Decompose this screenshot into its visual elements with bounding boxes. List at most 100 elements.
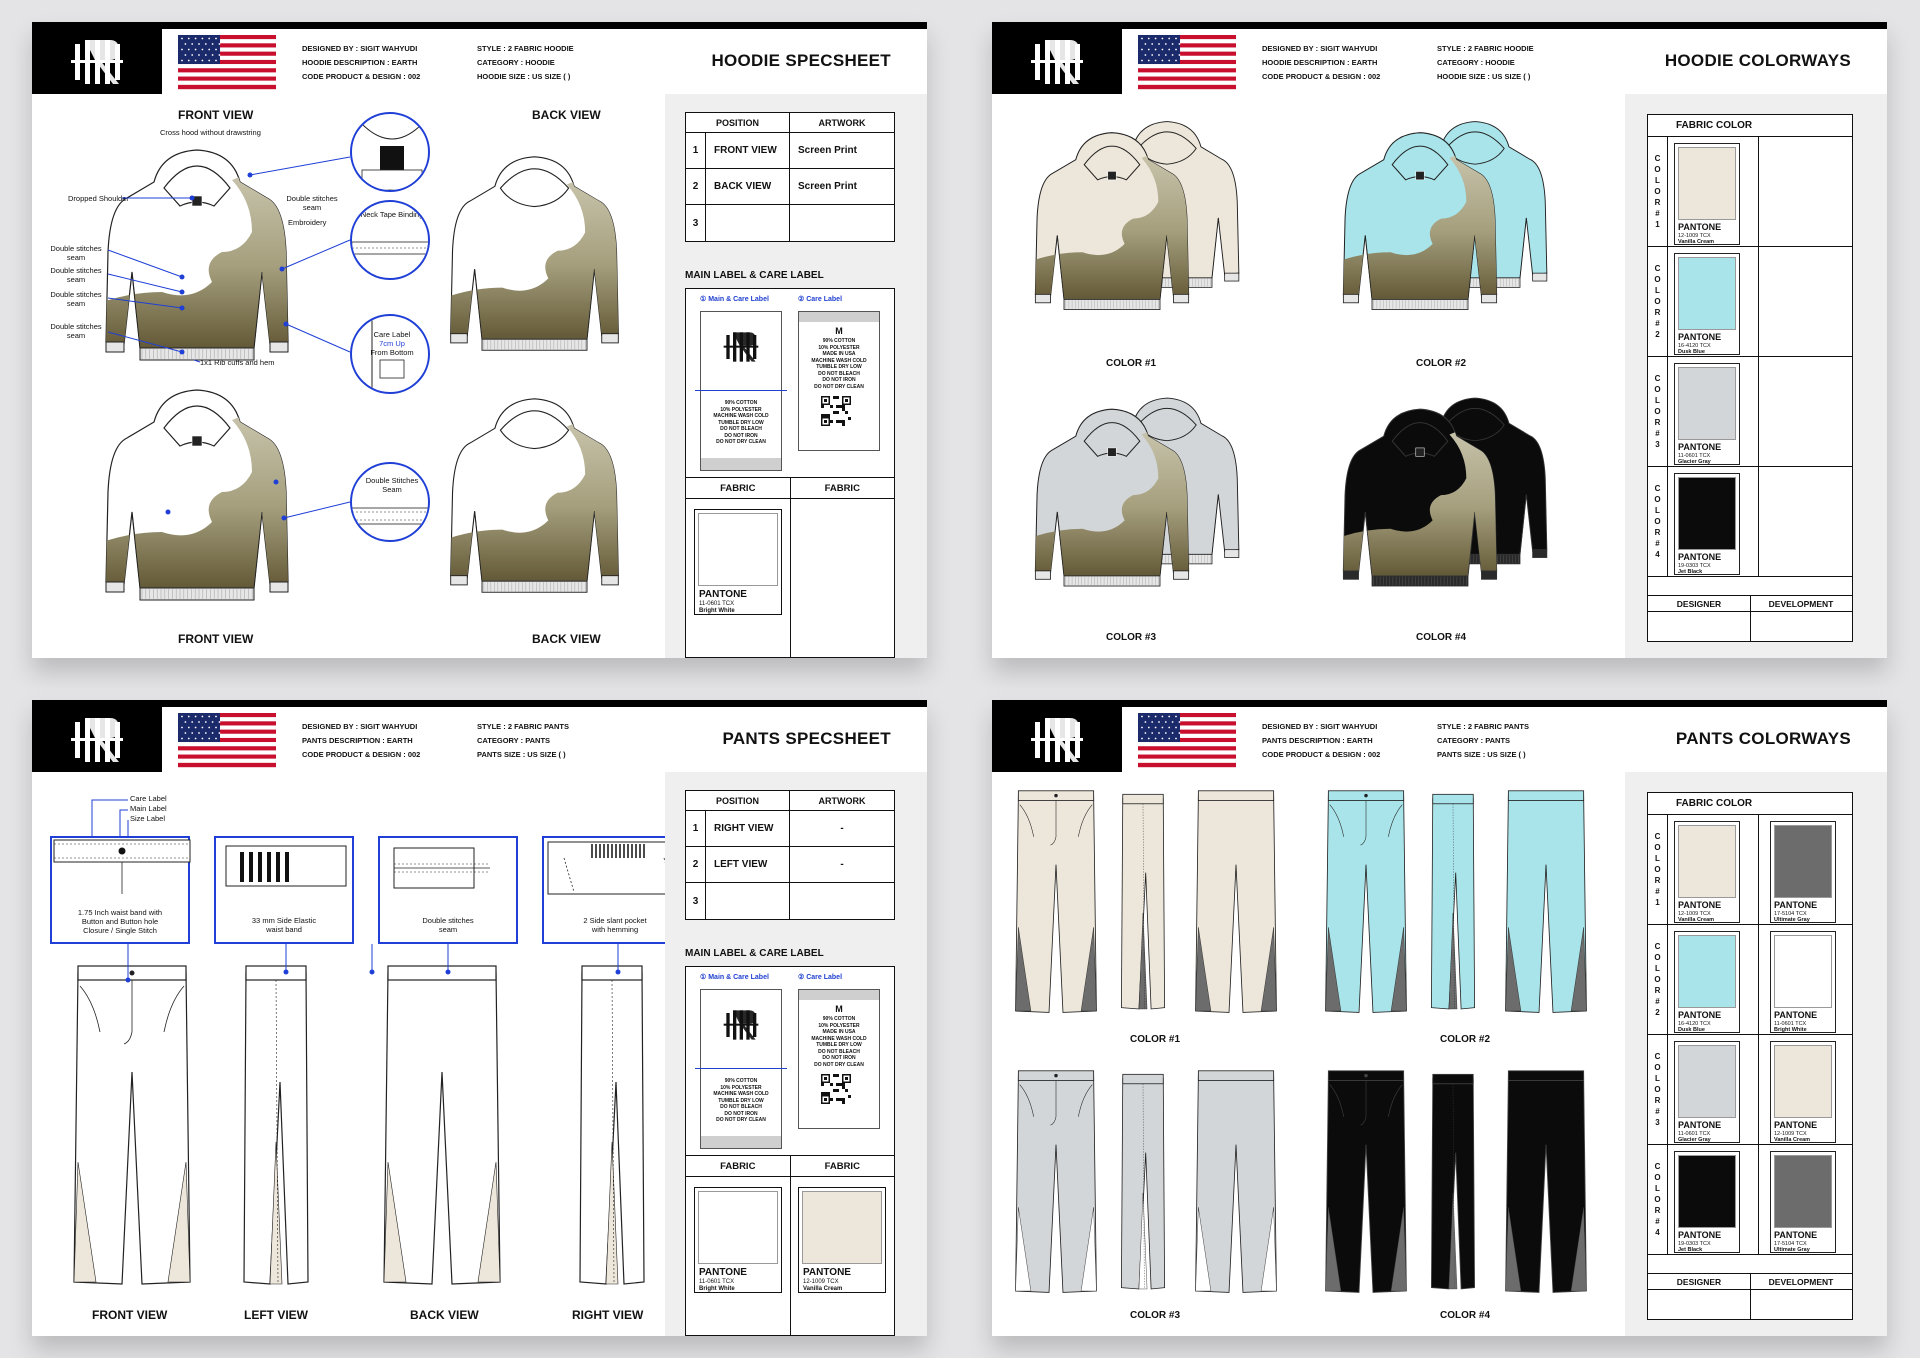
pantone-name: PANTONE [1774, 900, 1818, 910]
detail-care-label: Care Label 7cm Up From Bottom [350, 314, 430, 394]
pants-specsheet: DESIGNED BY : SIGIT WAHYUDI PANTS DESCRI… [32, 700, 927, 1336]
pantone-desc: Ultimate Gray [1774, 917, 1810, 923]
note-double-stitches-1: Double stitches seam [50, 244, 102, 262]
hoodie-color1-front [1034, 132, 1190, 310]
brand-monogram-icon [32, 707, 162, 772]
callout-elastic: 33 mm Side Elastic waist band [214, 836, 354, 944]
sheet-header: DESIGNED BY : SIGIT WAHYUDI PANTS DESCRI… [992, 700, 1887, 772]
caption-color-3: COLOR #3 [1130, 1310, 1181, 1321]
note-double-stitches-seam: Double Stitches Seam [365, 476, 419, 494]
development-label: DEVELOPMENT [1768, 598, 1834, 609]
pants-colorways: DESIGNED BY : SIGIT WAHYUDI PANTS DESCRI… [992, 700, 1887, 1336]
back-view-label: BACK VIEW [410, 1308, 479, 1322]
back-view-label-2: BACK VIEW [532, 632, 601, 646]
pantone-code: 11-0601 TCX [1678, 1131, 1711, 1137]
pants-colorway-back-view [1195, 1070, 1277, 1293]
brand-monogram-icon [992, 707, 1122, 772]
pantone-code: 12-1009 TCX [1678, 233, 1711, 239]
pants-colorway-front-view [1325, 790, 1407, 1013]
product-style: STYLE : 2 FABRIC HOODIE [1437, 44, 1534, 53]
note-hood: Cross hood without drawstring [160, 128, 261, 137]
product-category: CATEGORY : HOODIE [1437, 58, 1515, 67]
pants-right-view [579, 965, 645, 1285]
sheet-title: HOODIE SPECSHEET [711, 51, 891, 70]
pantone-desc: Dusk Blue [1678, 1027, 1705, 1033]
note-waistband-1: 1.75 Inch waist band with [77, 908, 163, 917]
note-double-1: Double stitches [422, 916, 474, 925]
hoodie-back-view [450, 156, 619, 351]
pantone-name: PANTONE [1774, 1120, 1818, 1130]
front-view-label: FRONT VIEW [178, 108, 254, 122]
note-care-label: Care Label [130, 794, 167, 803]
col-artwork: ARTWORK [818, 795, 866, 806]
note-care-label-1: Care Label [373, 330, 411, 339]
detail-neck-label [350, 112, 430, 192]
pantone-code: 17-5104 TCX [1774, 911, 1807, 917]
pants-colorway-back-view [1505, 1070, 1587, 1293]
product-style: STYLE : 2 FABRIC PANTS [1437, 722, 1529, 731]
product-category: CATEGORY : PANTS [477, 736, 551, 745]
pantone-code: 17-5104 TCX [1774, 1241, 1807, 1247]
label-box: ① Main & Care Label ② Care Label 90% COT… [685, 966, 895, 1336]
care-text-2: 90% COTTON 10% POLYESTER MADE IN USA MAC… [811, 338, 867, 390]
hoodie-colorways: DESIGNED BY : SIGIT WAHYUDI HOODIE DESCR… [992, 22, 1887, 658]
pantone-name: PANTONE [1678, 332, 1722, 342]
designed-by: DESIGNED BY : SIGIT WAHYUDI [302, 722, 418, 731]
care-text: 90% COTTON 10% POLYESTER MACHINE WASH CO… [713, 1078, 769, 1123]
product-description: HOODIE DESCRIPTION : EARTH [302, 58, 418, 67]
pantone-card: PANTONE 11-0601 TCX Bright White [694, 509, 782, 615]
care-label: M 90% COTTON 10% POLYESTER MADE IN USA M… [798, 311, 880, 451]
pants-front-view [73, 965, 191, 1285]
product-description: HOODIE DESCRIPTION : EARTH [1262, 58, 1378, 67]
front-view-label: FRONT VIEW [92, 1308, 168, 1322]
pantone-desc: Dusk Blue [1678, 349, 1705, 355]
care-text: 90% COTTON 10% POLYESTER MACHINE WASH CO… [713, 400, 769, 445]
product-size: PANTS SIZE : US SIZE ( ) [477, 750, 566, 759]
back-view-label: BACK VIEW [532, 108, 601, 122]
tag2-title: ② Care Label [798, 974, 843, 981]
product-size: HOODIE SIZE : US SIZE ( ) [477, 72, 571, 81]
pantone-desc: Vanilla Cream [1678, 239, 1715, 245]
label-box: ① Main & Care Label ② Care Label 90% COT… [685, 288, 895, 658]
size-label: M [835, 1004, 843, 1014]
pantone-code: 11-0601 TCX [1774, 1021, 1807, 1027]
pants-colorway-front-view [1015, 1070, 1097, 1293]
hoodie-back-view-2 [450, 398, 619, 593]
sheet-header: DESIGNED BY : SIGIT WAHYUDI PANTS DESCRI… [32, 700, 927, 772]
note-double-stitches-5: Double stitches seam [286, 194, 338, 212]
note-neck-tape: Neck Tape Binding [360, 210, 424, 219]
pantone-desc: Glacier Gray [1678, 459, 1711, 465]
note-care-label-2: 7cm Up [379, 339, 405, 348]
care-text-2: 90% COTTON 10% POLYESTER MADE IN USA MAC… [811, 1016, 867, 1068]
note-pocket-1: 2 Side slant pocket [583, 916, 647, 925]
pants-colorway-side-view [1430, 793, 1476, 1010]
fabric-2-label: FABRIC [824, 482, 860, 494]
note-pocket-2: with hemming [591, 925, 639, 934]
product-code: CODE PRODUCT & DESIGN : 002 [1262, 750, 1381, 759]
designer-label: DESIGNER [1676, 598, 1722, 609]
us-flag-icon [178, 35, 276, 90]
hoodie-color4-front [1342, 408, 1498, 587]
label-section-title: MAIN LABEL & CARE LABEL [685, 948, 824, 959]
pants-colorway-back-view [1505, 790, 1587, 1013]
pantone-code: 11-0601 TCX [1678, 453, 1711, 459]
product-code: CODE PRODUCT & DESIGN : 002 [302, 72, 421, 81]
pantone-desc: Glacier Gray [1678, 1137, 1711, 1143]
